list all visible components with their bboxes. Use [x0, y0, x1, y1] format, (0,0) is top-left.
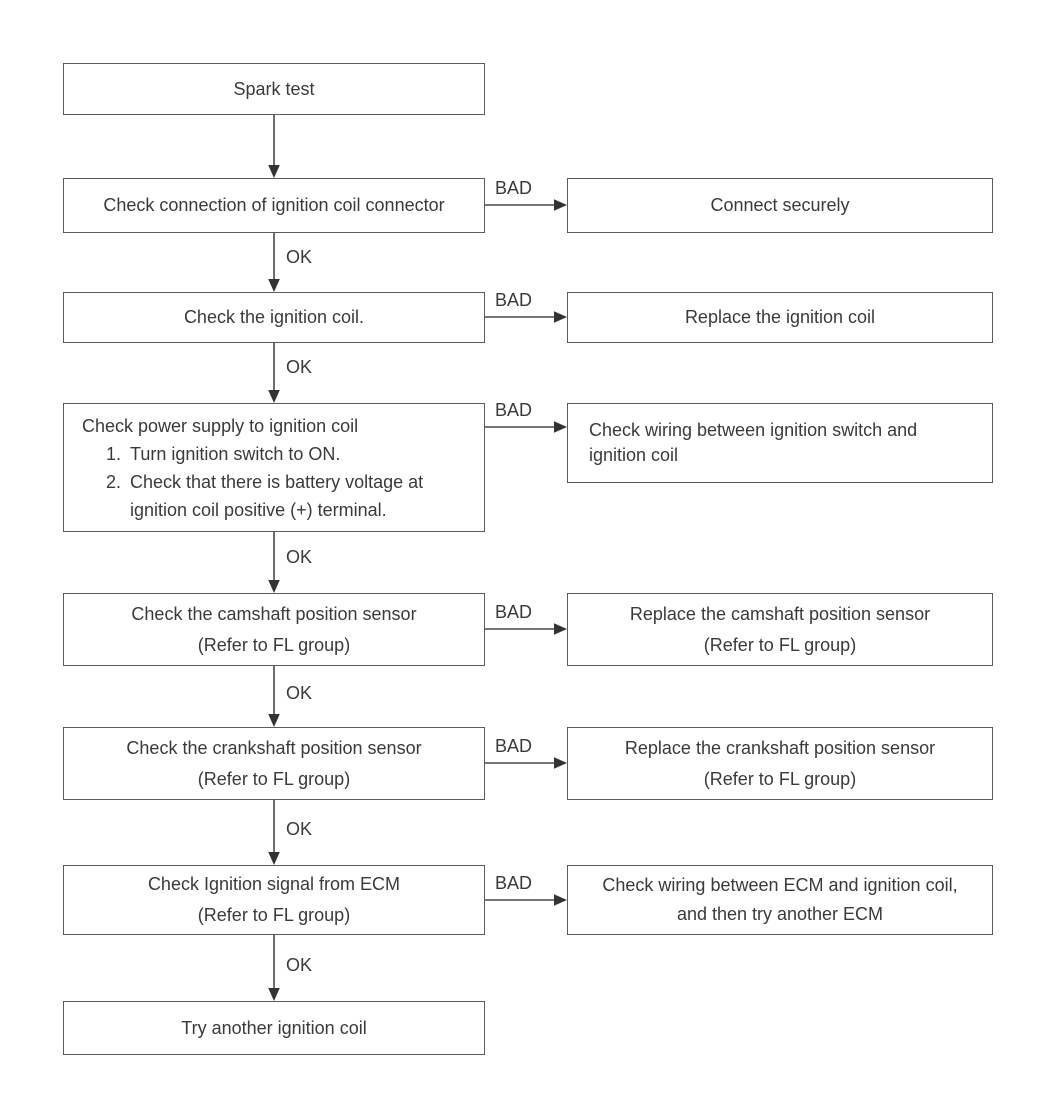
node-try-another-coil: Try another ignition coil	[63, 1001, 485, 1055]
power-supply-step-2-text: Check that there is battery voltage at i…	[130, 471, 424, 520]
node-check-ignition-coil: Check the ignition coil.	[63, 292, 485, 343]
node-replace-crankshaft-sensor: Replace the crankshaft position sensor (…	[567, 727, 993, 800]
node-check-wiring-ecm-line1: Check wiring between ECM and ignition co…	[602, 875, 958, 895]
arrow-crankshaft-to-ecm	[268, 800, 280, 865]
node-check-ignition-coil-label: Check the ignition coil.	[183, 307, 365, 327]
node-check-ecm-line1: Check Ignition signal from ECM	[147, 874, 401, 894]
bad-label-connector: BAD	[495, 178, 533, 198]
bad-label-power: BAD	[495, 400, 533, 420]
arrow-connector-to-coil	[268, 233, 280, 292]
node-check-wiring-ecm-line2: and then try another ECM	[676, 904, 884, 924]
arrow-ecm-to-try-coil	[268, 935, 280, 1001]
arrow-ecm-bad	[485, 894, 567, 906]
node-spark-test: Spark test	[63, 63, 485, 115]
power-supply-step-1-number: 1.	[106, 443, 122, 464]
arrow-power-bad	[485, 421, 567, 433]
ok-label-camshaft: OK	[286, 683, 313, 703]
bad-label-crankshaft: BAD	[495, 736, 533, 756]
ok-label-ecm: OK	[286, 955, 313, 975]
arrow-coil-to-power	[268, 343, 280, 403]
node-check-power-supply: Check power supply to ignition coil 1. T…	[63, 403, 485, 532]
power-supply-step-1: 1. Turn ignition switch to ON.	[82, 440, 478, 468]
arrow-coil-bad	[485, 311, 567, 323]
node-replace-ignition-coil-label: Replace the ignition coil	[684, 307, 876, 327]
node-check-camshaft-sensor: Check the camshaft position sensor (Refe…	[63, 593, 485, 666]
node-replace-crankshaft-line1: Replace the crankshaft position sensor	[624, 737, 936, 758]
node-check-crankshaft-sensor: Check the crankshaft position sensor (Re…	[63, 727, 485, 800]
node-check-wiring-ignition-switch-label: Check wiring between ignition switch and…	[589, 420, 918, 465]
node-replace-camshaft-sensor: Replace the camshaft position sensor (Re…	[567, 593, 993, 666]
node-replace-camshaft-line1: Replace the camshaft position sensor	[629, 603, 931, 624]
ok-label-power: OK	[286, 547, 313, 567]
node-check-wiring-ecm: Check wiring between ECM and ignition co…	[567, 865, 993, 935]
ok-label-crankshaft: OK	[286, 819, 313, 839]
node-spark-test-label: Spark test	[233, 78, 315, 99]
arrow-spark-to-connector	[268, 115, 280, 178]
arrow-power-to-camshaft	[268, 532, 280, 593]
power-supply-step-1-text: Turn ignition switch to ON.	[130, 443, 341, 464]
bad-label-camshaft: BAD	[495, 602, 533, 622]
power-supply-step-2-number: 2.	[106, 471, 122, 492]
node-replace-crankshaft-line2: (Refer to FL group)	[703, 768, 857, 789]
node-connect-securely-label: Connect securely	[710, 195, 850, 215]
node-check-ecm-line2: (Refer to FL group)	[197, 905, 351, 925]
arrow-crankshaft-bad	[485, 757, 567, 769]
arrow-connector-bad	[485, 199, 567, 211]
node-check-crankshaft-line1: Check the crankshaft position sensor	[126, 737, 422, 758]
ok-label-connector: OK	[286, 247, 313, 267]
power-supply-title: Check power supply to ignition coil	[82, 415, 359, 436]
node-try-another-coil-label: Try another ignition coil	[181, 1017, 367, 1038]
node-check-wiring-ignition-switch: Check wiring between ignition switch and…	[567, 403, 993, 483]
arrow-camshaft-bad	[485, 623, 567, 635]
node-check-connector-label: Check connection of ignition coil connec…	[103, 195, 445, 215]
bad-label-coil: BAD	[495, 290, 533, 310]
bad-label-ecm: BAD	[495, 873, 533, 893]
node-check-ecm-signal: Check Ignition signal from ECM (Refer to…	[63, 865, 485, 935]
node-check-camshaft-line1: Check the camshaft position sensor	[131, 603, 417, 624]
node-check-camshaft-line2: (Refer to FL group)	[197, 634, 351, 655]
ok-label-coil: OK	[286, 357, 313, 377]
node-replace-ignition-coil: Replace the ignition coil	[567, 292, 993, 343]
node-check-connector: Check connection of ignition coil connec…	[63, 178, 485, 233]
node-check-crankshaft-line2: (Refer to FL group)	[197, 768, 351, 789]
arrow-camshaft-to-crankshaft	[268, 666, 280, 727]
node-connect-securely: Connect securely	[567, 178, 993, 233]
node-replace-camshaft-line2: (Refer to FL group)	[703, 634, 857, 655]
power-supply-step-2: 2. Check that there is battery voltage a…	[82, 468, 478, 524]
